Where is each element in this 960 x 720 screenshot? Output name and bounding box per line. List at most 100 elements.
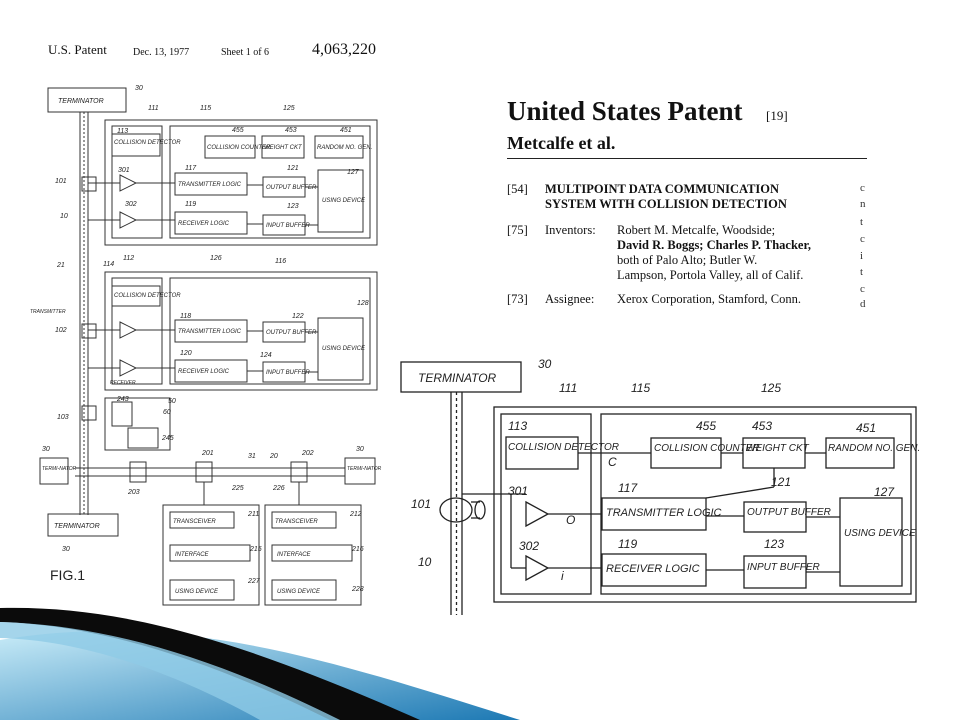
ref-number: 243 [116,396,129,403]
block-label: INPUT BUFFER [747,562,820,573]
ref-number: 301 [118,167,130,174]
ref-number: 102 [55,327,67,334]
block-label: TRANSCEIVER [173,519,216,525]
ref-number: 111 [559,381,577,395]
ref-number: 122 [292,313,304,320]
entry-code: [54] [507,182,528,196]
unit-box [104,271,378,391]
patent-figure-zoom: TERMINATOR COLLISION DETECTOR COLLISION … [396,352,926,615]
ref-number: 451 [340,127,352,134]
ref-number: 30 [538,357,552,371]
block-label: WEIGHT CKT [264,145,303,151]
ref-number: 10 [418,555,432,569]
ref-number: 202 [301,450,314,457]
random-box [314,135,364,159]
ref-number: 215 [249,546,262,553]
ref-number: 245 [161,435,174,442]
front-inventors-short: Metcalfe et al. [507,133,616,153]
ref-number: 30 [356,446,364,453]
ref-number: 301 [508,484,528,498]
ref-number: 302 [519,539,539,553]
ref-number: 228 [351,586,364,593]
ref-number: 123 [764,537,784,551]
assignee-line: Xerox Corporation, Stamford, Conn. [617,292,802,306]
unit-box [493,406,917,603]
entry-code: [73] [507,292,528,306]
block-label: OUTPUT BUFFER [747,507,831,518]
ref-number: 114 [103,261,114,268]
ref-number: 10 [60,213,68,220]
block-label: COLLISION DETECTOR [114,293,181,299]
terminator-box [39,457,69,485]
detector-box [111,125,163,239]
ref-number: 125 [761,381,781,395]
ref-number: 125 [283,105,295,112]
ref-number: 115 [631,381,650,395]
ref-number: 203 [127,489,140,496]
lower-unit-box [162,504,260,606]
ref-number: 21 [56,262,65,269]
ref-number: 101 [55,178,67,185]
ref-number: 31 [248,453,256,460]
patent-figure-small: TERMINATOR COLLISION DETECTOR COLLISION … [30,85,382,606]
cut-letter: c [860,283,865,295]
ref-number: 116 [275,258,286,265]
collision-detector-box [111,133,161,157]
block-label: USING DEVICE [844,528,916,539]
ref-number: 227 [247,578,261,585]
weight-box [261,135,305,159]
ref-number: 101 [411,497,431,511]
ref-number: 50 [168,398,176,405]
block-label: RECEIVER LOGIC [178,221,230,227]
block-label: USING DEVICE [322,346,366,352]
ref-number: 115 [200,105,211,112]
ref-number: 127 [874,485,895,499]
entry-code: [75] [507,223,528,237]
cut-letter: t [860,266,864,278]
block-label: COLLISION COUNTER [207,145,271,151]
block-label: TRANSMITTER LOGIC [606,507,722,519]
collision-counter-box [204,135,256,159]
block-label: TRANSCEIVER [275,519,318,525]
block-label: USING DEVICE [175,589,219,595]
front-ref: [19] [766,108,788,123]
inventor-line: Lampson, Portola Valley, all of Calif. [617,268,804,282]
receiver-box [174,211,248,235]
front-title: United States Patent [507,96,743,126]
terminator-box [47,87,127,113]
entry-label: Inventors: [545,223,596,237]
terminator-label: TERMINATOR [418,371,497,385]
ref-number: 302 [125,201,137,208]
inventor-line: both of Palo Alto; Butler W. [617,253,758,267]
block-label: INPUT BUFFER [266,370,310,376]
ref-number: 60 [163,409,171,416]
cut-letter: i [860,250,864,262]
device-box [317,317,364,381]
terminator-label: TERMI-NATOR [42,466,77,472]
block-label: TRANSMITTER LOGIC [178,182,242,188]
side-label: TRANSMITTER [30,309,66,315]
terminator-box [400,361,522,393]
block-label: RECEIVER LOGIC [178,369,230,375]
block-label: USING DEVICE [277,589,321,595]
collision-detector-box [111,285,161,307]
ref-number: 453 [285,127,297,134]
ref-number: 211 [247,511,259,518]
patent-sheet: Sheet 1 of 6 [221,47,270,58]
ref-number: 455 [232,127,244,134]
ref-number: 120 [180,350,192,357]
patent-label: U.S. Patent [48,42,107,57]
side-label: RECEIVER [110,380,136,386]
ref-number: 30 [62,546,70,553]
ref-number: 113 [508,419,527,433]
ref-number: 20 [269,453,278,460]
inventor-line: David R. Boggs; Charles P. Thacker, [617,238,812,252]
block-label: INPUT BUFFER [266,223,310,229]
slide-swoosh [0,607,520,720]
patent-date: Dec. 13, 1977 [133,47,190,58]
entry-label: Assignee: [545,292,595,306]
ref-number: 30 [42,446,50,453]
ref-number: 201 [201,450,214,457]
figure-label: FIG.1 [50,567,85,583]
cut-letter: c [860,233,865,245]
